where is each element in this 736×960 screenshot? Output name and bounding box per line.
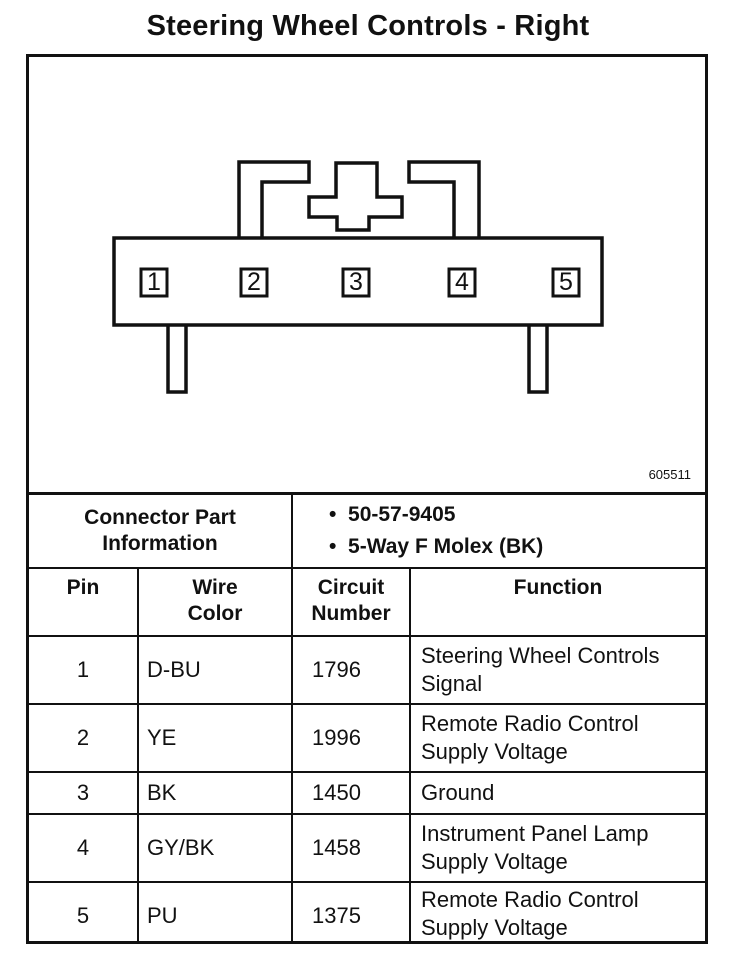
row-wire-color: PU: [147, 903, 178, 928]
bullet-icon: •: [329, 535, 337, 558]
center-key: [307, 161, 404, 232]
connector-body: [112, 236, 604, 327]
part-number-item: • 50-57-9405: [329, 499, 699, 531]
row-circuit: 1450: [312, 780, 361, 805]
row-pin: 2: [76, 725, 90, 750]
connector-diagram: 1 2 3 4 5 605511: [29, 57, 705, 495]
row-pin: 5: [76, 903, 90, 928]
pin-4-box: [447, 267, 477, 298]
connector-face-drawing: [112, 160, 604, 394]
table-row: 4 GY/BK 1458 Instrument Panel Lamp Suppl…: [29, 815, 705, 883]
pin-5-box: [551, 267, 581, 298]
part-info-label-line2: Information: [102, 532, 218, 555]
row-circuit: 1796: [312, 657, 361, 682]
page-title: Steering Wheel Controls - Right: [146, 10, 590, 42]
row-pin: 1: [76, 657, 90, 682]
row-function: Ground: [421, 780, 495, 805]
right-latch: [407, 160, 481, 238]
part-info-label-line1: Connector Part: [84, 506, 236, 529]
row-function: Steering Wheel Controls Signal: [421, 643, 660, 696]
row-wire-color: YE: [147, 725, 177, 750]
row-pin: 3: [76, 780, 90, 805]
pin-1-box: [139, 267, 169, 298]
left-leg: [166, 325, 188, 394]
row-wire-color: D-BU: [147, 657, 201, 682]
connector-sheet: 1 2 3 4 5 605511 Connector Part Informat…: [26, 54, 708, 944]
header-function: Function: [513, 576, 603, 599]
row-function: Remote Radio Control Supply Voltage: [421, 887, 639, 940]
pin-5-label: 5: [559, 268, 573, 296]
row-wire-color: BK: [147, 780, 177, 805]
pin-2-label: 2: [247, 268, 261, 296]
connector-type-item: • 5-Way F Molex (BK): [329, 531, 699, 563]
row-pin: 4: [76, 835, 90, 860]
table-row: 1 D-BU 1796 Steering Wheel Controls Sign…: [29, 637, 705, 705]
row-circuit: 1375: [312, 903, 361, 928]
connector-type: 5-Way F Molex (BK): [348, 535, 544, 558]
part-number: 50-57-9405: [348, 503, 456, 526]
part-info-label: Connector Part Information: [29, 495, 291, 567]
row-function: Remote Radio Control Supply Voltage: [421, 711, 639, 764]
header-wire-color: Wire Color: [187, 576, 243, 625]
pin-1-label: 1: [147, 268, 161, 296]
table-row: 2 YE 1996 Remote Radio Control Supply Vo…: [29, 705, 705, 773]
left-latch: [237, 160, 311, 238]
row-wire-color: GY/BK: [147, 835, 215, 860]
bullet-icon: •: [329, 503, 337, 526]
header-pin: Pin: [66, 576, 100, 599]
pin-2-box: [239, 267, 269, 298]
table-row: 5 PU 1375 Remote Radio Control Supply Vo…: [29, 883, 705, 941]
row-function: Instrument Panel Lamp Supply Voltage: [421, 821, 649, 874]
part-info-row: Connector Part Information • 50-57-9405 …: [29, 495, 705, 569]
table-row: 3 BK 1450 Ground: [29, 773, 705, 815]
header-circuit-number: Circuit Number: [311, 576, 391, 625]
pin-3-label: 3: [349, 268, 363, 296]
right-leg: [527, 325, 549, 394]
pin-3-box: [341, 267, 371, 298]
row-circuit: 1458: [312, 835, 361, 860]
figure-number: 605511: [648, 467, 691, 482]
part-info-values: • 50-57-9405 • 5-Way F Molex (BK): [329, 495, 699, 567]
table-header-row: Pin Wire Color Circuit Number Function: [29, 569, 705, 637]
pin-4-label: 4: [455, 268, 469, 296]
row-circuit: 1996: [312, 725, 361, 750]
